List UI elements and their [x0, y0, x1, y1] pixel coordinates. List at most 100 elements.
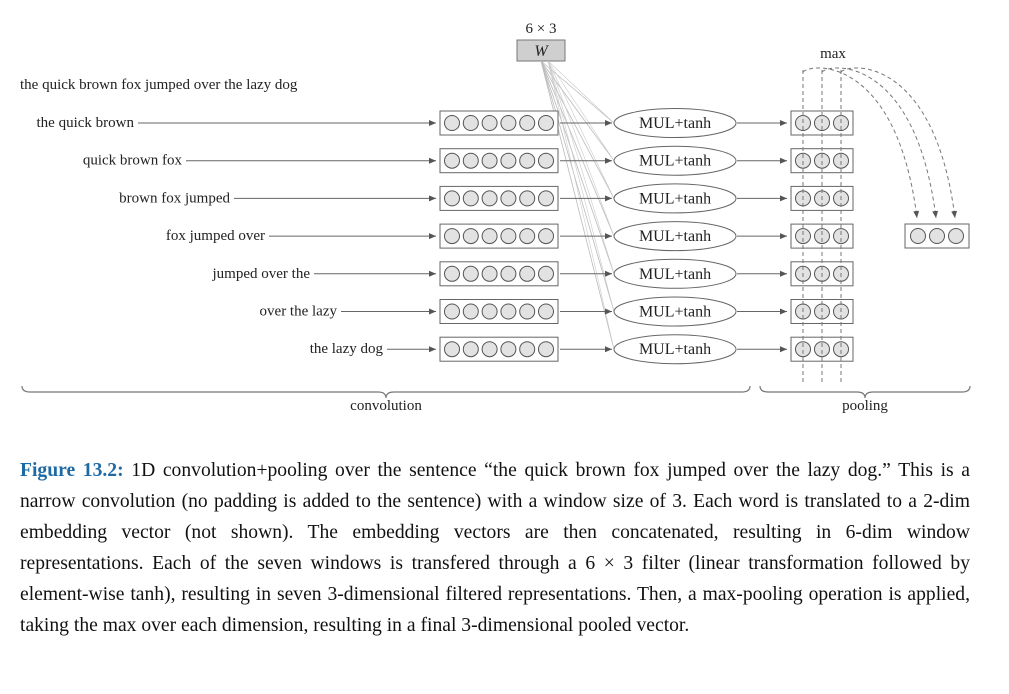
filter-fan-lines	[540, 60, 615, 350]
window-vector-cell	[538, 152, 554, 169]
op-label: MUL+tanh	[639, 190, 711, 207]
window-vector-cell	[519, 265, 536, 282]
window-vector-cell	[500, 228, 517, 245]
window-vector-cell	[519, 115, 536, 131]
window-vector-cell	[500, 115, 517, 131]
window-vector-cell	[538, 265, 554, 282]
window-vector-cell	[481, 228, 498, 245]
filter-w-label: W	[534, 43, 549, 60]
op-label: MUL+tanh	[639, 341, 711, 358]
max-label: max	[820, 46, 846, 62]
pooled-vector-cells	[910, 228, 964, 244]
window-row: fox jumped over MUL+tanh	[166, 221, 854, 252]
window-vector-cell	[519, 152, 536, 169]
filtered-vector-cell	[833, 341, 849, 358]
window-vector-cell	[462, 228, 479, 245]
window-vector-cell	[538, 341, 554, 358]
window-vector-cell	[462, 190, 479, 207]
fan-line	[547, 60, 615, 161]
fan-line	[540, 60, 615, 312]
window-label: fox jumped over	[166, 228, 265, 244]
window-vector-cell	[481, 115, 498, 131]
mul-tanh-op	[613, 221, 737, 252]
window-label: the quick brown	[37, 115, 135, 131]
window-vector-cell	[444, 152, 460, 169]
fan-line	[547, 60, 615, 237]
max-pool-arrow	[840, 67, 958, 219]
window-vector-cell	[462, 265, 479, 282]
window-vector-cell	[519, 228, 536, 245]
full-sentence: the quick brown fox jumped over the lazy…	[20, 77, 298, 93]
window-vector-cell	[538, 115, 554, 131]
window-vector-cell	[500, 265, 517, 282]
window-vector-cell	[481, 341, 498, 358]
window-vector-cell	[519, 303, 536, 320]
fan-line	[540, 60, 615, 237]
window-label: quick brown fox	[83, 153, 183, 169]
filtered-vector-cell	[814, 228, 830, 245]
mul-tanh-op	[613, 258, 737, 289]
window-vector-cell	[481, 303, 498, 320]
convolution-brace	[21, 385, 751, 399]
caption-text: 1D convolution+pooling over the sentence…	[20, 460, 971, 636]
window-vector-cell	[481, 190, 498, 207]
pooled-vector-cell	[948, 228, 964, 244]
window-row: quick brown fox MUL+tanh	[83, 145, 854, 176]
window-label: the lazy dog	[310, 341, 384, 357]
window-vector-cell	[462, 341, 479, 358]
window-vector-cell	[444, 228, 460, 245]
window-vector-cell	[444, 303, 460, 320]
filtered-vector-cell	[795, 341, 811, 358]
window-row: the lazy dog MUL+tanh	[310, 334, 854, 365]
fan-line	[547, 60, 615, 274]
pooled-vector-cell	[910, 228, 926, 244]
window-vector-cell	[500, 303, 517, 320]
window-vector-cell	[538, 190, 554, 207]
op-label: MUL+tanh	[639, 266, 711, 283]
window-vector-cell	[481, 265, 498, 282]
fan-line	[540, 60, 615, 350]
window-row: jumped over the MUL+tanh	[212, 258, 854, 289]
fan-line	[547, 60, 615, 124]
figure-label: Figure 13.2:	[20, 460, 124, 481]
window-vector-cell	[519, 341, 536, 358]
window-vector-cell	[500, 190, 517, 207]
window-vector-cell	[500, 152, 517, 169]
window-vector-cell	[538, 228, 554, 245]
window-vector-cell	[500, 341, 517, 358]
fan-line	[547, 60, 615, 350]
max-pool-arrow	[802, 67, 920, 219]
conv-pooling-diagram: 6 × 3 W max the quick brown fox jumped o…	[20, 21, 971, 414]
fan-line	[540, 60, 615, 274]
op-label: MUL+tanh	[639, 228, 711, 245]
window-vector-cell	[538, 303, 554, 320]
pooling-label: pooling	[842, 398, 888, 414]
pooling-lines	[802, 67, 958, 382]
fan-line	[547, 60, 615, 312]
figure-caption: Figure 13.2: 1D convolution+pooling over…	[20, 455, 970, 641]
mul-tanh-op	[613, 145, 737, 176]
window-vector-cell	[462, 303, 479, 320]
filtered-vector-cell	[814, 341, 830, 358]
convolution-label: convolution	[350, 398, 422, 414]
max-pool-arrow	[821, 67, 939, 219]
window-label: over the lazy	[260, 304, 338, 320]
mul-tanh-op	[613, 108, 737, 138]
window-vector-cell	[444, 115, 460, 131]
fan-line	[547, 60, 615, 199]
filter-dims-label: 6 × 3	[526, 21, 557, 37]
window-label: brown fox jumped	[119, 190, 230, 206]
pooling-brace	[759, 385, 971, 399]
window-vector-cell	[444, 265, 460, 282]
window-vector-cell	[462, 152, 479, 169]
pooled-vector-cell	[929, 228, 945, 244]
op-label: MUL+tanh	[639, 304, 711, 321]
window-vector-cell	[519, 190, 536, 207]
window-label: jumped over the	[212, 266, 311, 282]
mul-tanh-op	[613, 296, 737, 327]
window-vector-cell	[444, 190, 460, 207]
filtered-vector-cell	[795, 228, 811, 245]
op-label: MUL+tanh	[639, 153, 711, 170]
